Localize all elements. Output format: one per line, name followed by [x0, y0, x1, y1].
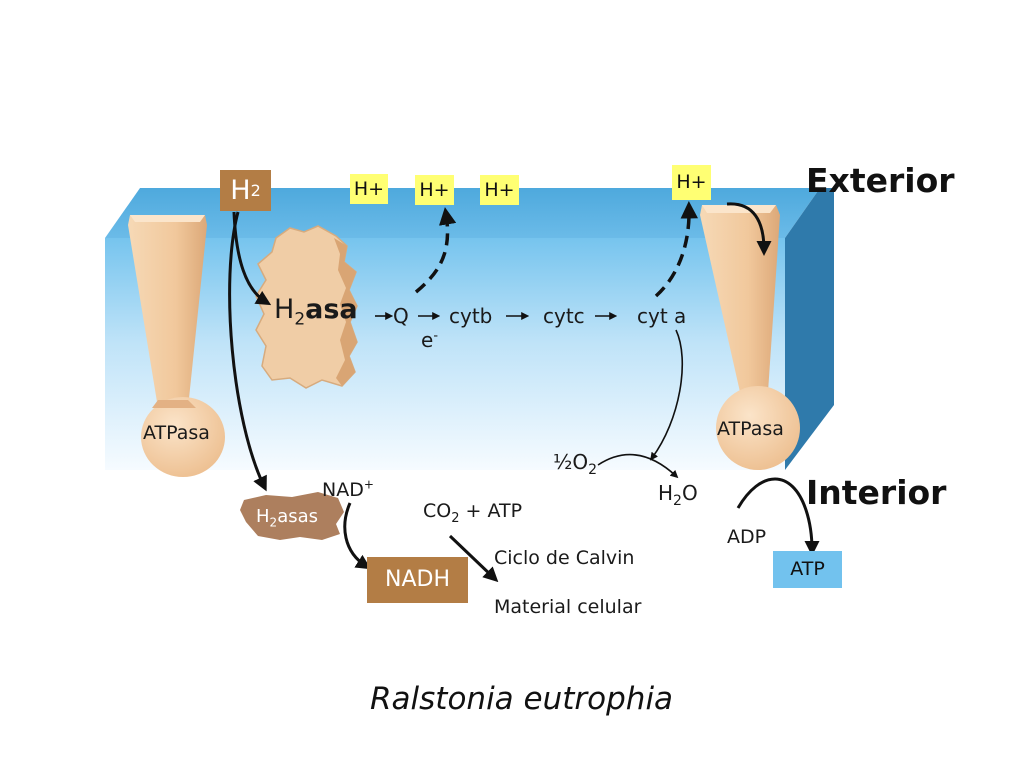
co2-atp-label: CO2 + ATP	[423, 500, 523, 526]
chain-cyta: cyt a	[637, 304, 687, 328]
arrow-proton-into-atpasa	[726, 202, 772, 256]
membrane-side-face	[785, 188, 834, 470]
half-oxygen-label: ½O2	[553, 450, 598, 478]
dashed-arrow-q-proton-icon	[414, 207, 457, 294]
soluble-hydrogenase-blob	[240, 492, 344, 540]
h2asas-label: H2asas	[256, 506, 319, 530]
cell-material-label: Material celular	[494, 596, 642, 618]
arrow-adp-to-atp	[736, 477, 820, 556]
interior-label: Interior	[806, 473, 947, 512]
adp-label: ADP	[727, 526, 767, 548]
proton-box-4: H+	[672, 165, 711, 200]
atpasa-left-protein	[128, 215, 225, 477]
dashed-arrow-cyta-proton-icon	[654, 201, 699, 298]
arrow-h2-to-h2asas	[228, 211, 267, 492]
proton-box-1: H+	[350, 174, 388, 204]
atpasa-left-label: ATPasa	[143, 422, 210, 444]
h2asa-label: H2asa	[274, 294, 358, 330]
atp-box: ATP	[773, 551, 842, 588]
exterior-label: Exterior	[806, 161, 955, 200]
arrow-cyta-to-water	[650, 329, 684, 461]
hydrogenase-protein	[255, 225, 358, 389]
proton-box-2: H+	[415, 175, 454, 205]
calvin-cycle-label: Ciclo de Calvin	[494, 547, 635, 569]
arrow-oxygen-to-water	[597, 453, 679, 479]
electron-label: e-	[421, 328, 439, 352]
chain-q: Q	[393, 304, 409, 328]
proton-box-3: H+	[480, 175, 519, 205]
water-label: H2O	[658, 481, 698, 509]
organism-title: Ralstonia eutrophia	[370, 681, 674, 717]
membrane-top-face	[105, 188, 820, 238]
chain-cytc: cytc	[543, 304, 585, 328]
chain-cytb: cytb	[449, 304, 493, 328]
arrow-co2-to-calvin	[448, 534, 499, 583]
atpasa-right-label: ATPasa	[717, 418, 784, 440]
arrow-nad-to-nadh	[343, 502, 372, 570]
nad-label: NAD+	[322, 477, 374, 501]
nadh-box: NADH	[367, 557, 468, 603]
